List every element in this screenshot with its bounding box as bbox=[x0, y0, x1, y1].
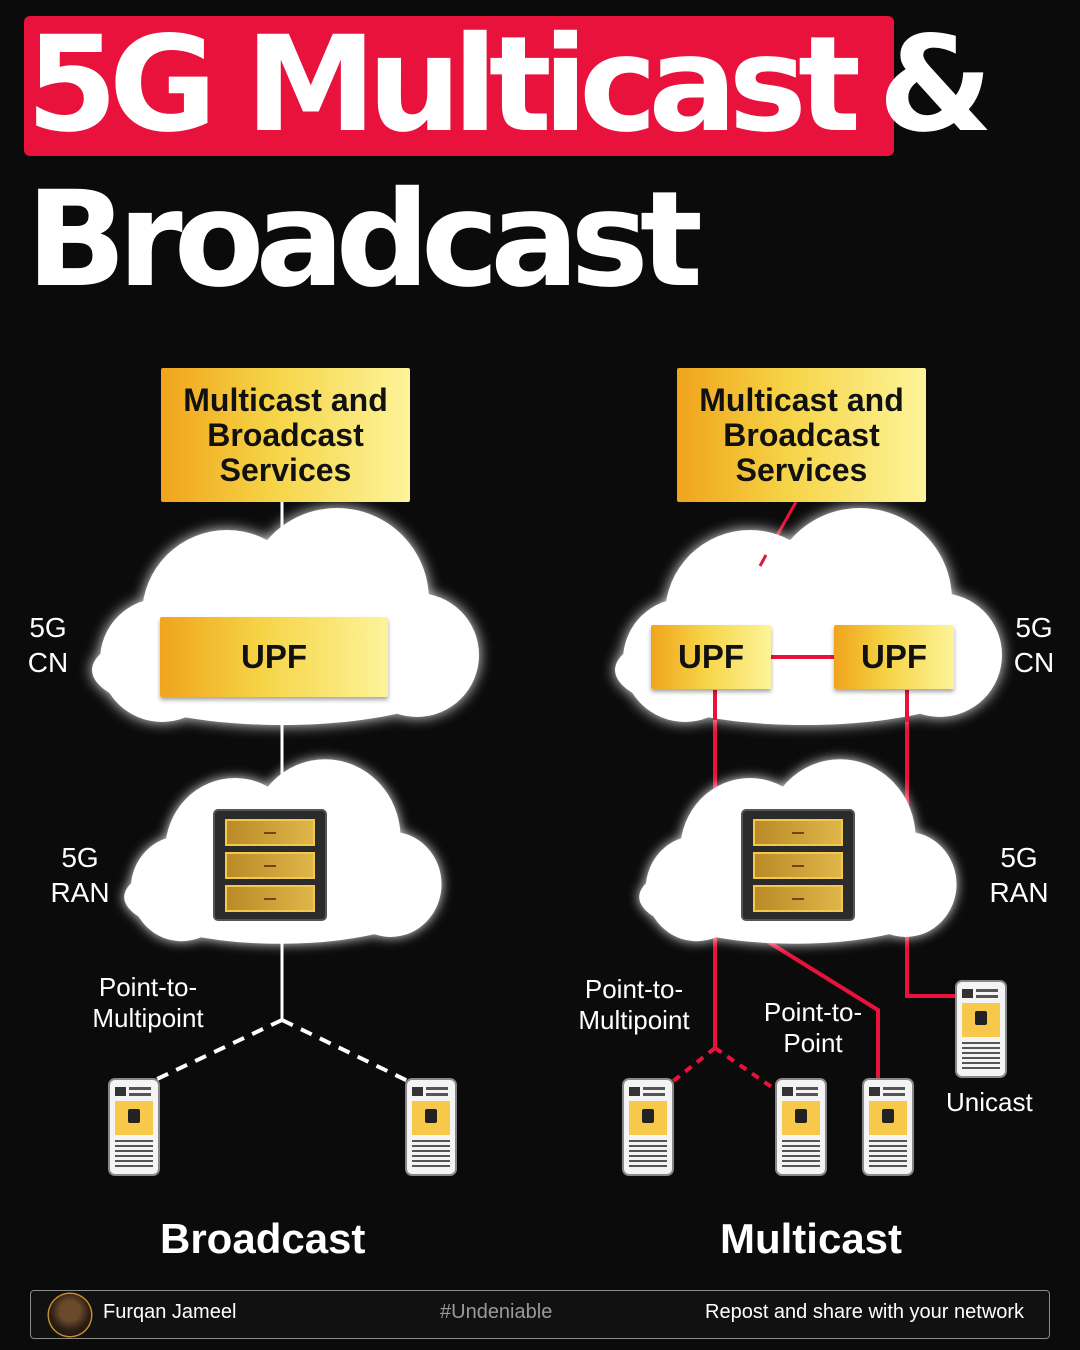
broadcast-service-box: Multicast and Broadcast Services bbox=[161, 368, 410, 502]
avatar bbox=[49, 1294, 91, 1336]
broadcast-dashed-link-right bbox=[281, 1018, 411, 1084]
page-title-line1: 5G Multicast& bbox=[26, 8, 993, 162]
smartphone-icon bbox=[405, 1078, 457, 1176]
cloud-icon bbox=[615, 508, 1002, 725]
page-title-line2: Broadcast bbox=[26, 163, 703, 317]
multicast-dashed-link-right bbox=[713, 1046, 778, 1092]
broadcast-ran-label: 5G RAN bbox=[50, 842, 110, 908]
repost-cta: Repost and share with your network bbox=[705, 1301, 1025, 1323]
footer-bar: Furqan Jameel #Undeniable Repost and sha… bbox=[30, 1290, 1050, 1339]
unicast-label: Unicast bbox=[946, 1087, 1033, 1117]
broadcast-section-title: Broadcast bbox=[160, 1215, 366, 1262]
title-ampersand: & bbox=[878, 8, 993, 162]
point-to-point-line bbox=[760, 936, 880, 1085]
broadcast-cn-label: 5G CN bbox=[27, 612, 69, 678]
multicast-service-box: Multicast and Broadcast Services bbox=[677, 368, 926, 502]
title-highlight-bar bbox=[24, 16, 894, 156]
smartphone-icon bbox=[622, 1078, 674, 1176]
server-rack-icon bbox=[741, 809, 855, 921]
multicast-dashed-link-left bbox=[670, 1046, 717, 1084]
multicast-ran-label: 5G RAN bbox=[989, 842, 1049, 908]
smartphone-icon bbox=[775, 1078, 827, 1176]
multicast-upf-box-right: UPF bbox=[834, 625, 954, 689]
unicast-line bbox=[905, 930, 958, 998]
smartphone-icon bbox=[862, 1078, 914, 1176]
multicast-service-to-upf-tail bbox=[758, 554, 768, 567]
title-highlight-text: 5G Multicast bbox=[26, 8, 861, 162]
author-name: Furqan Jameel bbox=[103, 1301, 237, 1323]
broadcast-ptm-label: Point-to-Multipoint bbox=[92, 972, 204, 1033]
smartphone-icon bbox=[955, 980, 1007, 1078]
broadcast-upf-box: UPF bbox=[160, 617, 388, 697]
multicast-ptm-label: Point-to-Multipoint bbox=[578, 974, 690, 1035]
broadcast-dashed-link-left bbox=[154, 1018, 283, 1082]
smartphone-icon bbox=[108, 1078, 160, 1176]
hashtag: #Undeniable bbox=[440, 1301, 553, 1323]
multicast-upf-box-left: UPF bbox=[651, 625, 771, 689]
server-rack-icon bbox=[213, 809, 327, 921]
multicast-section-title: Multicast bbox=[720, 1215, 903, 1262]
multicast-cn-label: 5G CN bbox=[1013, 612, 1055, 678]
point-to-point-label: Point-to-Point bbox=[763, 997, 863, 1058]
